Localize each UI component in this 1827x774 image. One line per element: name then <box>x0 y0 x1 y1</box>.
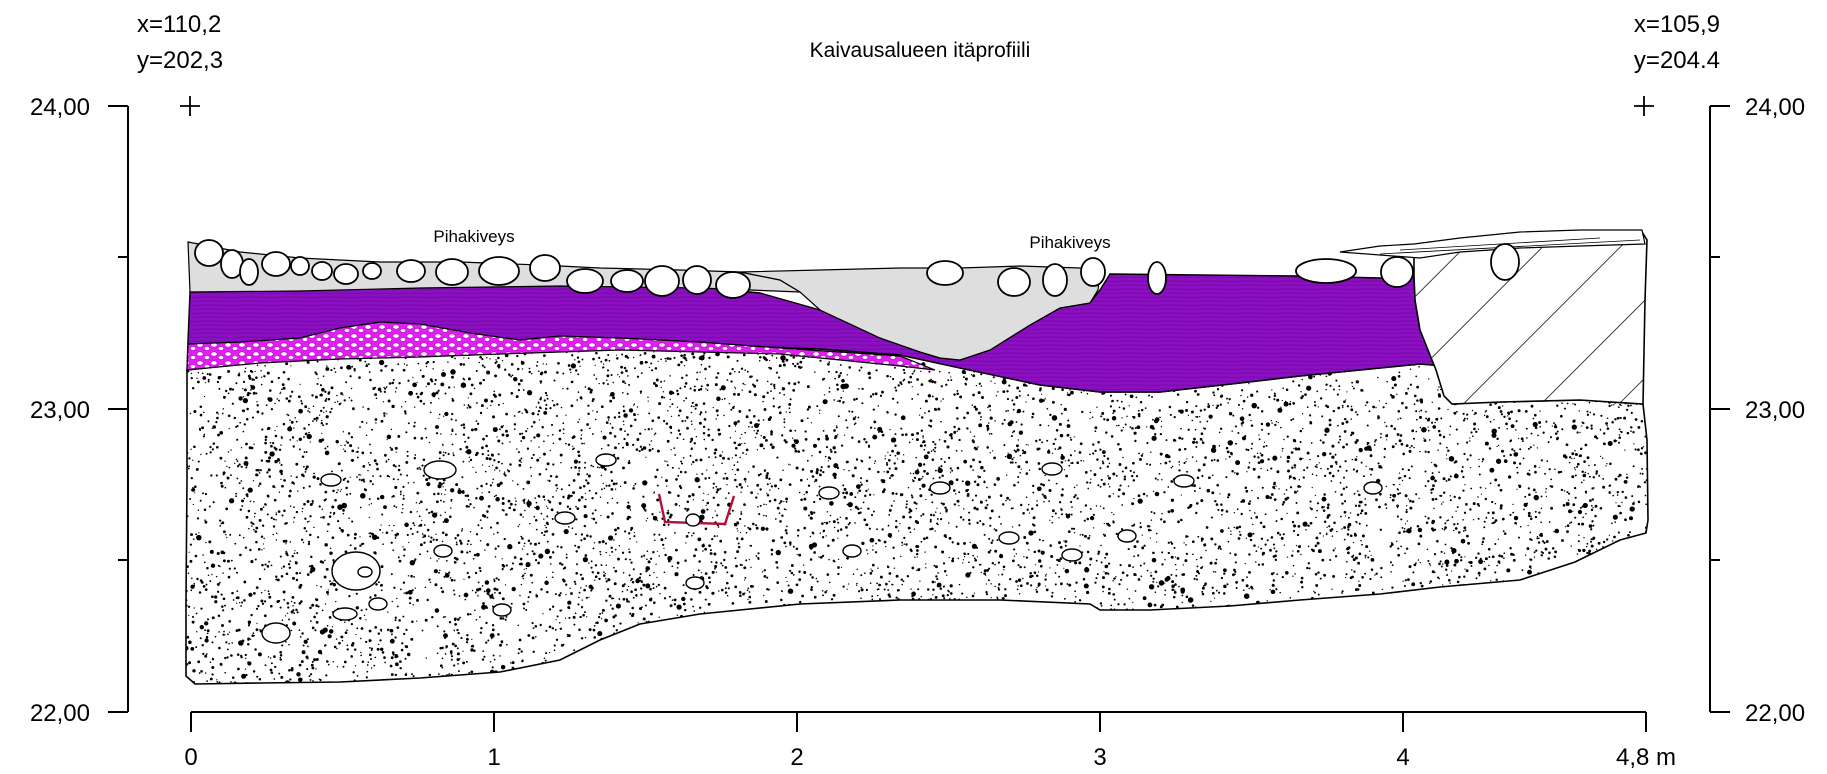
right-y-coordinate: y=204.4 <box>1634 47 1720 74</box>
left-axis <box>108 105 129 713</box>
gravel-stones <box>261 453 1383 644</box>
y-tick-left-22: 22,00 <box>30 700 90 727</box>
pavement-stone <box>362 262 382 280</box>
gravel-stone <box>818 486 840 500</box>
pavement-stone <box>435 258 469 286</box>
pavement-stone <box>529 254 561 282</box>
gravel-stone <box>929 481 951 495</box>
gravel-stone <box>1041 462 1063 476</box>
gravel-stone <box>554 511 576 525</box>
pavement-stone <box>1380 256 1414 288</box>
pavement-stone <box>333 263 359 285</box>
pavement-stone <box>566 268 604 294</box>
x-tick-2: 2 <box>790 744 803 771</box>
gravel-layer <box>185 345 1649 685</box>
pavement-stone <box>1080 257 1106 287</box>
pavement-stone <box>997 267 1031 297</box>
x-tick-1: 1 <box>487 744 500 771</box>
left-y-coordinate: y=202,3 <box>137 47 223 74</box>
pavement-stone <box>396 259 426 283</box>
gravel-stone <box>1173 474 1195 488</box>
gravel-stone <box>320 473 342 487</box>
pavement-stone <box>926 260 964 286</box>
hatched-top-strip <box>1339 229 1646 259</box>
gravel-stone <box>685 513 701 527</box>
y-tick-left-23: 23,00 <box>30 397 90 424</box>
pavement-stone <box>1147 261 1167 295</box>
gravel-stone <box>433 544 453 558</box>
bottom-axis <box>190 711 1647 732</box>
x-tick-3: 3 <box>1093 744 1106 771</box>
annotation-pihakiveys-right: Pihakiveys <box>1029 233 1110 252</box>
pavement-stone <box>610 269 644 293</box>
x-tick-0: 0 <box>184 744 197 771</box>
y-tick-left-24: 24,00 <box>30 94 90 121</box>
y-tick-right-24: 24,00 <box>1745 94 1805 121</box>
hatched-block <box>1413 231 1648 405</box>
gravel-stone <box>842 544 862 558</box>
gravel-stone <box>595 453 617 467</box>
pavement-stone <box>290 256 310 276</box>
y-tick-right-22: 22,00 <box>1745 700 1805 727</box>
pavement-stone <box>311 261 333 281</box>
gravel-stone <box>331 551 381 591</box>
gravel-stone <box>1061 548 1083 562</box>
gravel-stone <box>368 597 388 611</box>
pavement-stone <box>239 258 259 286</box>
x-tick-4: 4 <box>1396 744 1409 771</box>
pavement-stone <box>1490 243 1520 281</box>
gravel-stone <box>1363 481 1383 495</box>
gravel-stone <box>998 531 1020 545</box>
stones <box>194 239 1520 299</box>
right-x-coordinate: x=105,9 <box>1634 11 1720 38</box>
gravel-stone <box>492 603 512 617</box>
y-tick-right-23: 23,00 <box>1745 397 1805 424</box>
gravel-stone <box>357 566 373 578</box>
gravel-stone <box>685 576 705 590</box>
right-axis <box>1709 105 1730 713</box>
gravel-stone <box>1117 529 1137 543</box>
annotation-pihakiveys-left: Pihakiveys <box>433 227 514 246</box>
corner-cross-right <box>1634 96 1654 116</box>
pavement-stone <box>1042 263 1068 297</box>
gravel-stone <box>423 460 457 480</box>
left-x-coordinate: x=110,2 <box>137 11 221 38</box>
gravel-stone <box>332 607 358 621</box>
title: Kaivausalueen itäprofiili <box>810 39 1031 62</box>
pebble-layer <box>186 321 936 371</box>
pavement-stone <box>194 239 224 267</box>
pavement-stone <box>715 271 751 299</box>
pavement-stone <box>682 265 712 295</box>
pavement-stone <box>261 251 291 277</box>
pavement-stone <box>1295 258 1357 284</box>
pavement-stone <box>644 265 680 297</box>
x-tick-end: 4,8 m <box>1616 744 1676 771</box>
corner-cross-left <box>180 96 200 116</box>
pavement-stone <box>478 256 520 286</box>
gravel-stone <box>261 622 291 644</box>
